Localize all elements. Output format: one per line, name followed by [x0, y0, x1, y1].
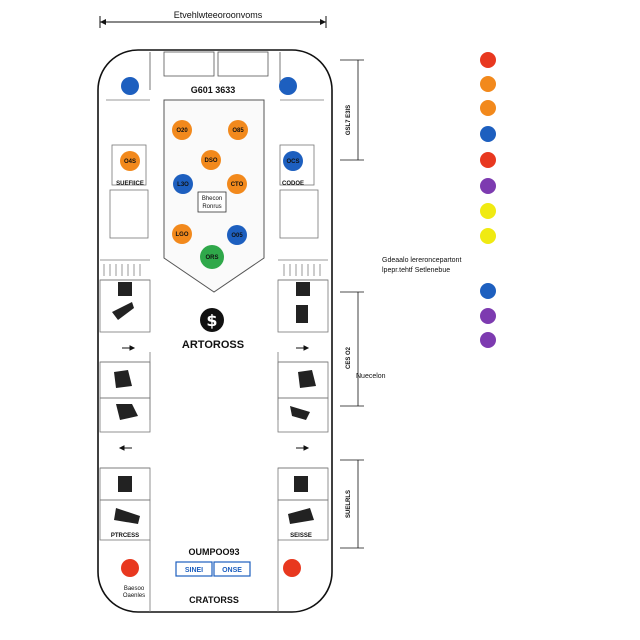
stair-hatching: [103, 264, 321, 276]
green-marker: [200, 245, 224, 269]
seat-marker-label: O85: [232, 128, 244, 134]
green-marker-label: ORS: [205, 255, 218, 261]
legend-dot-purple: [480, 178, 496, 194]
direction-arrows: [118, 345, 310, 451]
seat-marker-orange: [227, 174, 247, 194]
corner-marker-red: [283, 559, 301, 577]
left-locker-icon: [118, 476, 132, 492]
logo-text: ARTOROSS: [182, 339, 244, 351]
right-upper-label: CODOE: [282, 181, 304, 187]
legend-dot-red: [480, 52, 496, 68]
left-sink-icon: [114, 508, 140, 524]
interior-walls: [99, 99, 329, 612]
seat-marker-blue: [283, 151, 303, 171]
corner-marker-red: [121, 559, 139, 577]
legend-dot-blue: [480, 283, 496, 299]
center-box: [197, 191, 227, 213]
seat-marker-label: CTO: [231, 182, 244, 188]
top-dimension-label: Etvehlwteeoroonvoms: [174, 10, 263, 20]
top-dimension: Etvehlwteeoroonvoms: [99, 10, 327, 28]
right-dimensions: [340, 59, 364, 549]
right-lower-label: SEISSE: [290, 533, 312, 539]
right-dim-bot: SUELRLS: [346, 490, 352, 518]
right-tool-icon: [290, 406, 310, 420]
left-lower-label: PTRCESS: [111, 533, 139, 539]
legend-dot-orange: [480, 76, 496, 92]
seat-marker-label: L3O: [177, 182, 189, 188]
right-note-mid: Nuecelon: [356, 373, 386, 380]
right-locker-icon: [294, 476, 308, 492]
legend-dots: [480, 52, 496, 348]
right-cabinet-icon: [296, 282, 310, 296]
seat-marker-orange: [172, 120, 192, 140]
bottom-box-right-label: ONSE: [222, 567, 242, 574]
legend-dot-purple: [480, 308, 496, 324]
legend-dot-orange: [480, 100, 496, 116]
bottom-label: CRATORSS: [189, 595, 239, 605]
bottom-left-line-1: Baesoo: [124, 586, 145, 592]
side-icons: [112, 282, 316, 524]
corner-marker-blue: [121, 77, 139, 95]
left-ramp-icon: [112, 302, 134, 320]
seat-marker-label: DSO: [204, 158, 217, 164]
left-tool-icon: [116, 404, 138, 420]
center-box-line-1: Bhecon: [202, 196, 222, 202]
seat-marker-blue: [173, 174, 193, 194]
right-shelf-icon: [296, 305, 308, 323]
seat-marker-orange: [172, 224, 192, 244]
center-box-line-2: Ronrus: [202, 204, 221, 210]
seat-marker-label: O05: [231, 233, 243, 239]
right-sink-icon: [288, 508, 314, 524]
seat-marker-label: OCS: [286, 159, 299, 165]
right-dim-mid: CES O2: [346, 346, 352, 369]
left-machine-icon: [114, 370, 132, 388]
right-dim-top: GSL7 E3IS: [346, 105, 352, 135]
seat-marker-blue: [227, 225, 247, 245]
legend-dot-blue: [480, 126, 496, 142]
left-cabinet-icon: [118, 282, 132, 296]
corner-marker-blue: [279, 77, 297, 95]
legend-dot-yellow: [480, 228, 496, 244]
seat-marker-orange: [228, 120, 248, 140]
corner-markers: [121, 77, 301, 577]
dollar-glyph-icon: $: [206, 311, 217, 330]
right-machine-icon: [298, 370, 316, 388]
legend-dot-yellow: [480, 203, 496, 219]
top-label: G601 3633: [191, 85, 236, 95]
bottom-box-left-label: SINEI: [185, 567, 203, 574]
legend-caption-line-2: lpepr.tehtf Setlenebue: [382, 267, 450, 274]
seat-marker-orange: [201, 150, 221, 170]
bottom-left-line-2: Oaenles: [123, 593, 145, 599]
bottom-center-label: OUMPOO93: [188, 547, 239, 557]
top-rooms: [149, 51, 281, 90]
legend-caption-line-1: Gdeaalo lereroncepartont: [382, 257, 461, 264]
left-upper-label: SUEFIICE: [116, 181, 144, 187]
seat-marker-label: LGO: [176, 232, 189, 238]
bottom-box-left: [175, 561, 213, 577]
legend-dot-red: [480, 152, 496, 168]
legend-dot-purple: [480, 332, 496, 348]
seat-marker-orange: [120, 151, 140, 171]
seat-marker-label: O20: [176, 128, 188, 134]
bottom-box-right: [213, 561, 251, 577]
dollar-logo-icon: [200, 308, 224, 332]
seat-marker-label: O4S: [124, 159, 136, 165]
